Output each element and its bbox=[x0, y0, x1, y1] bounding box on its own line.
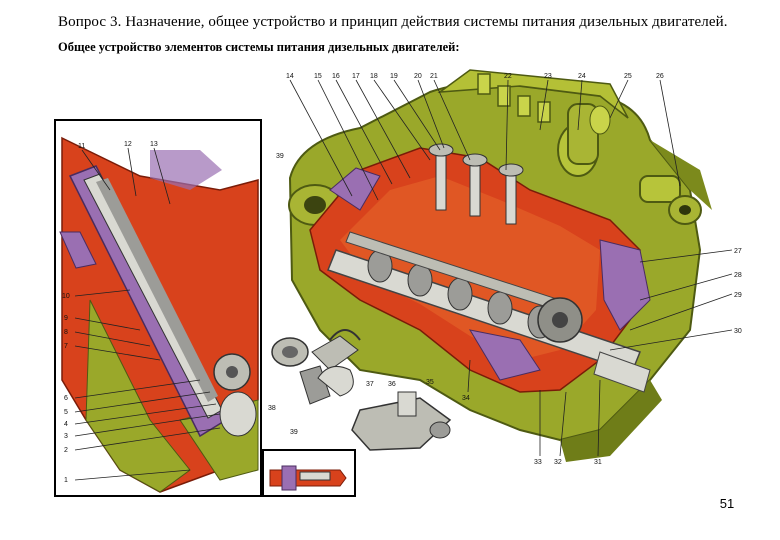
callout-label: 5 bbox=[64, 409, 68, 416]
callout-label: 19 bbox=[390, 73, 398, 80]
callout-label: 15 bbox=[314, 73, 322, 80]
callout-label: 38 bbox=[268, 405, 276, 412]
callout-label: 36 bbox=[388, 381, 396, 388]
callout-label: 28 bbox=[734, 272, 742, 279]
callout-label: 20 bbox=[414, 73, 422, 80]
slide-title: Вопрос 3. Назначение, общее устройство и… bbox=[58, 14, 728, 30]
sectional-inset bbox=[54, 119, 262, 497]
callout-label: 39 bbox=[276, 153, 284, 160]
page-number: 51 bbox=[719, 496, 735, 511]
callout-label: 31 bbox=[594, 459, 602, 466]
callout-label: 6 bbox=[64, 395, 68, 402]
callout-label: 26 bbox=[656, 73, 664, 80]
callout-label: 23 bbox=[544, 73, 552, 80]
callout-label: 18 bbox=[370, 73, 378, 80]
callout-label: 10 bbox=[62, 293, 70, 300]
callout-label: 14 bbox=[286, 73, 294, 80]
callout-label: 7 bbox=[64, 343, 68, 350]
callout-label: 2 bbox=[64, 447, 68, 454]
callout-label: 37 bbox=[366, 381, 374, 388]
callout-label: 35 bbox=[426, 379, 434, 386]
callout-label: 3 bbox=[64, 433, 68, 440]
callout-label: 34 bbox=[462, 395, 470, 402]
callout-label: 24 bbox=[578, 73, 586, 80]
leader-lines bbox=[74, 79, 733, 481]
callout-label: 33 bbox=[534, 459, 542, 466]
callout-label: 27 bbox=[734, 248, 742, 255]
callout-label: 22 bbox=[504, 73, 512, 80]
callout-label: 21 bbox=[430, 73, 438, 80]
callout-label: 1 bbox=[64, 477, 68, 484]
callout-label: 12 bbox=[124, 141, 132, 148]
callout-label: 4 bbox=[64, 421, 68, 428]
slide-subtitle: Общее устройство элементов системы питан… bbox=[58, 40, 460, 54]
callout-label: 25 bbox=[624, 73, 632, 80]
callout-label: 17 bbox=[352, 73, 360, 80]
callout-label: 9 bbox=[64, 315, 68, 322]
callout-labels: 14 15 16 17 18 19 20 21 22 23 24 25 26 2… bbox=[62, 73, 742, 484]
callout-label: 16 bbox=[332, 73, 340, 80]
camshaft-assembly bbox=[327, 143, 651, 393]
valve-detail-inset bbox=[262, 449, 356, 497]
callout-label: 13 bbox=[150, 141, 158, 148]
callout-label: 8 bbox=[64, 329, 68, 336]
detached-parts bbox=[271, 329, 452, 451]
callout-label: 29 bbox=[734, 292, 742, 299]
callout-label: 30 bbox=[734, 328, 742, 335]
callout-label: 39 bbox=[290, 429, 298, 436]
callout-label: 32 bbox=[554, 459, 562, 466]
callout-label: 11 bbox=[78, 143, 85, 150]
